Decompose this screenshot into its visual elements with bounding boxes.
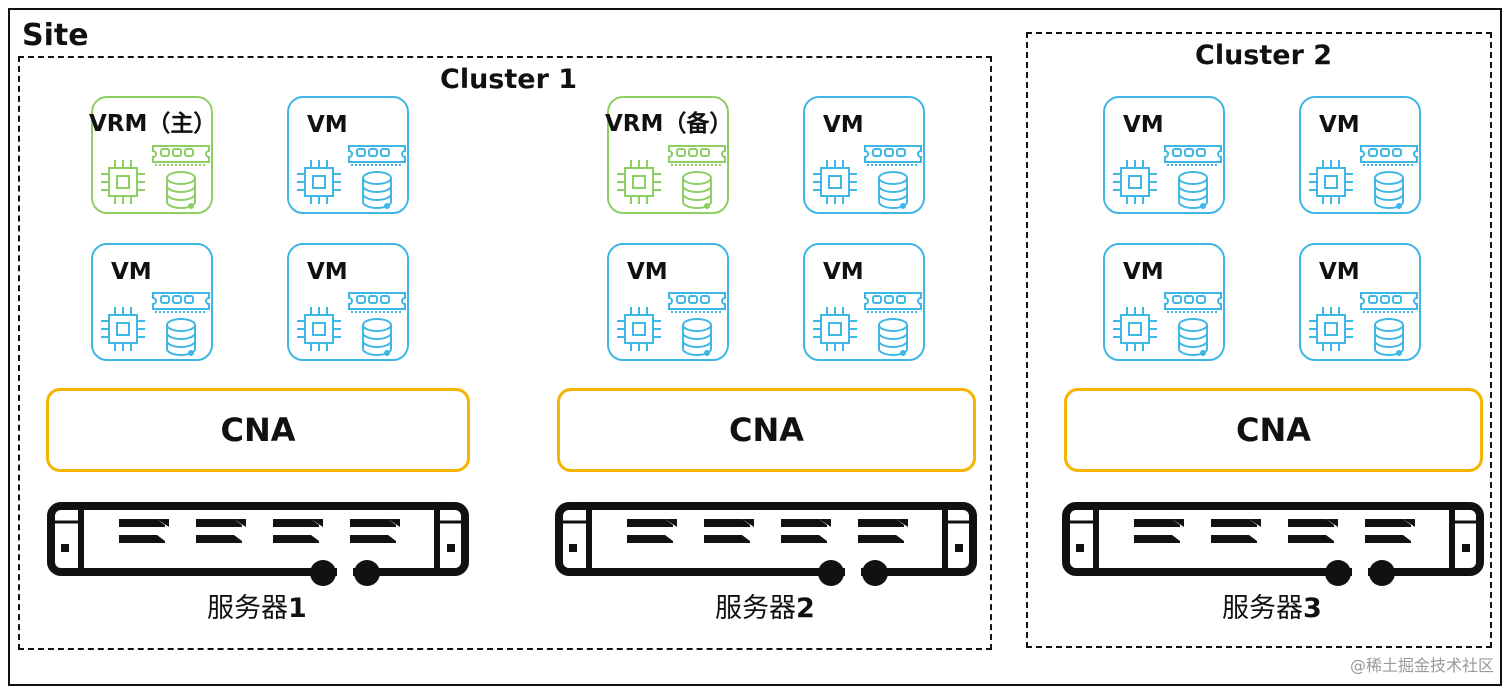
server-label: 服务器2	[715, 593, 815, 624]
drive-bay-icon	[1365, 519, 1415, 543]
database-icon	[878, 171, 908, 210]
drive-bay-icon	[858, 519, 908, 543]
vm-node: VM	[1103, 96, 1225, 214]
vm-label: VM	[111, 259, 152, 285]
cpu-icon	[813, 307, 857, 351]
cpu-icon	[1113, 307, 1157, 351]
server-label: 服务器3	[1222, 593, 1322, 624]
database-icon	[682, 318, 712, 357]
site-title: Site	[22, 18, 89, 53]
drive-bay-icon	[704, 519, 754, 543]
memory-icon	[1164, 292, 1222, 313]
server-label: 服务器1	[207, 593, 307, 624]
vm-label: VRM（主）	[89, 111, 217, 137]
vm-label: VM	[627, 259, 668, 285]
drive-bay-icon	[196, 519, 246, 543]
server-3: 服务器3	[1062, 502, 1486, 624]
cpu-icon	[617, 307, 661, 351]
cpu-icon	[1113, 160, 1157, 204]
database-icon	[1374, 171, 1404, 210]
memory-icon	[1164, 145, 1222, 166]
watermark: @稀土掘金技术社区	[1349, 656, 1494, 675]
cluster-2	[1026, 32, 1492, 648]
memory-icon	[668, 145, 726, 166]
cpu-icon	[1309, 160, 1353, 204]
cna-2: CNA	[557, 388, 976, 472]
server-1: 服务器1	[47, 502, 471, 624]
memory-icon	[864, 145, 922, 166]
server-2: 服务器2	[555, 502, 979, 624]
vrm-node: VRM（主）	[89, 96, 217, 214]
memory-icon	[1360, 145, 1418, 166]
vrm-node: VRM（备）	[605, 96, 733, 214]
vm-label: VM	[823, 112, 864, 138]
vm-node: VM	[607, 243, 729, 361]
drive-bay-icon	[273, 519, 323, 543]
database-icon	[1178, 171, 1208, 210]
vm-node: VM	[803, 243, 925, 361]
server-rack-icon	[1062, 502, 1484, 586]
vm-node: VM	[1299, 243, 1421, 361]
site-boundary	[8, 8, 1502, 686]
cluster-1	[18, 56, 992, 650]
vm-label: VM	[307, 112, 348, 138]
cpu-icon	[1309, 307, 1353, 351]
server-rack-icon	[47, 502, 469, 586]
database-icon	[362, 318, 392, 357]
vm-node: VM	[91, 243, 213, 361]
server-rack-icon	[555, 502, 977, 586]
vm-node: VM	[287, 96, 409, 214]
cpu-icon	[297, 160, 341, 204]
memory-icon	[348, 145, 406, 166]
vm-label: VM	[823, 259, 864, 285]
vm-label: VM	[1123, 112, 1164, 138]
memory-icon	[152, 145, 210, 166]
drive-bay-icon	[781, 519, 831, 543]
database-icon	[166, 318, 196, 357]
vm-node: VM	[803, 96, 925, 214]
database-icon	[1178, 318, 1208, 357]
database-icon	[682, 171, 712, 210]
drive-bay-icon	[1288, 519, 1338, 543]
drive-bay-icon	[1134, 519, 1184, 543]
database-icon	[878, 318, 908, 357]
cpu-icon	[297, 307, 341, 351]
vm-label: VM	[1319, 259, 1360, 285]
cluster-2-title: Cluster 2	[1195, 40, 1333, 71]
vm-node: VM	[1103, 243, 1225, 361]
vm-node: VM	[287, 243, 409, 361]
cna-1: CNA	[46, 388, 470, 472]
vm-label: VRM（备）	[605, 111, 733, 137]
vm-label: VM	[307, 259, 348, 285]
cna-3: CNA	[1064, 388, 1483, 472]
drive-bay-icon	[1211, 519, 1261, 543]
cpu-icon	[813, 160, 857, 204]
cpu-icon	[617, 160, 661, 204]
vm-node: VM	[1299, 96, 1421, 214]
database-icon	[1374, 318, 1404, 357]
cpu-icon	[101, 160, 145, 204]
vm-label: VM	[1319, 112, 1360, 138]
memory-icon	[348, 292, 406, 313]
drive-bay-icon	[350, 519, 400, 543]
memory-icon	[864, 292, 922, 313]
drive-bay-icon	[627, 519, 677, 543]
cluster-1-title: Cluster 1	[440, 64, 578, 95]
cpu-icon	[101, 307, 145, 351]
memory-icon	[152, 292, 210, 313]
database-icon	[166, 171, 196, 210]
memory-icon	[1360, 292, 1418, 313]
memory-icon	[668, 292, 726, 313]
database-icon	[362, 171, 392, 210]
vm-label: VM	[1123, 259, 1164, 285]
drive-bay-icon	[119, 519, 169, 543]
